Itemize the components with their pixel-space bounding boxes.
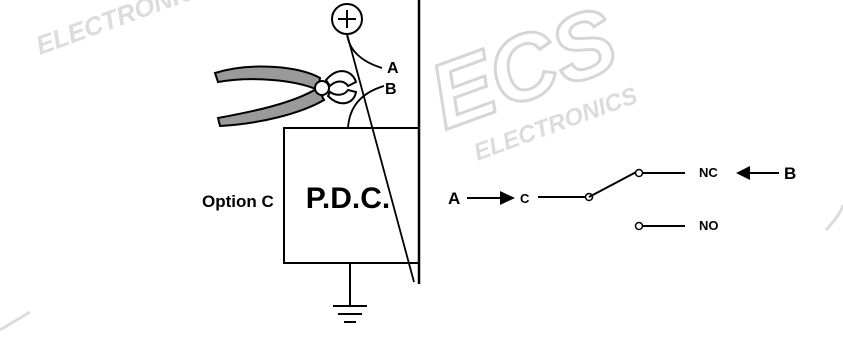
wire-a-label: A xyxy=(387,60,399,77)
relay-nc-input-label: B xyxy=(784,164,796,183)
nc-arrow-head xyxy=(736,166,750,180)
pdc-box xyxy=(283,127,420,264)
ground-icon xyxy=(333,263,367,323)
input-arrow-head xyxy=(500,191,515,205)
relay-common-label: C xyxy=(520,191,530,206)
relay-switch: A C NC B NO xyxy=(448,164,796,233)
relay-no-label: NO xyxy=(699,218,719,233)
wire-b xyxy=(347,85,385,129)
no-terminal xyxy=(634,221,644,231)
watermark-center: ECS ELECTRONICS xyxy=(415,0,641,166)
wire-b-label: B xyxy=(385,81,397,98)
svg-text:ELECTRONICS: ELECTRONICS xyxy=(32,0,218,61)
relay-nc-label: NC xyxy=(699,165,718,180)
switch-arm xyxy=(588,169,641,198)
option-label: Option C xyxy=(202,192,274,211)
wire-diagonal xyxy=(346,33,415,283)
positive-terminal-icon xyxy=(331,3,363,35)
pliers-icon xyxy=(213,65,358,128)
relay-input-label: A xyxy=(448,189,460,208)
watermark-fragment-bottom xyxy=(0,310,31,332)
watermark-top-left: ELECTRONICS xyxy=(32,0,218,61)
nc-terminal xyxy=(634,168,644,178)
watermark-fragment-right xyxy=(824,204,843,232)
pdc-label: P.D.C. xyxy=(306,182,390,215)
